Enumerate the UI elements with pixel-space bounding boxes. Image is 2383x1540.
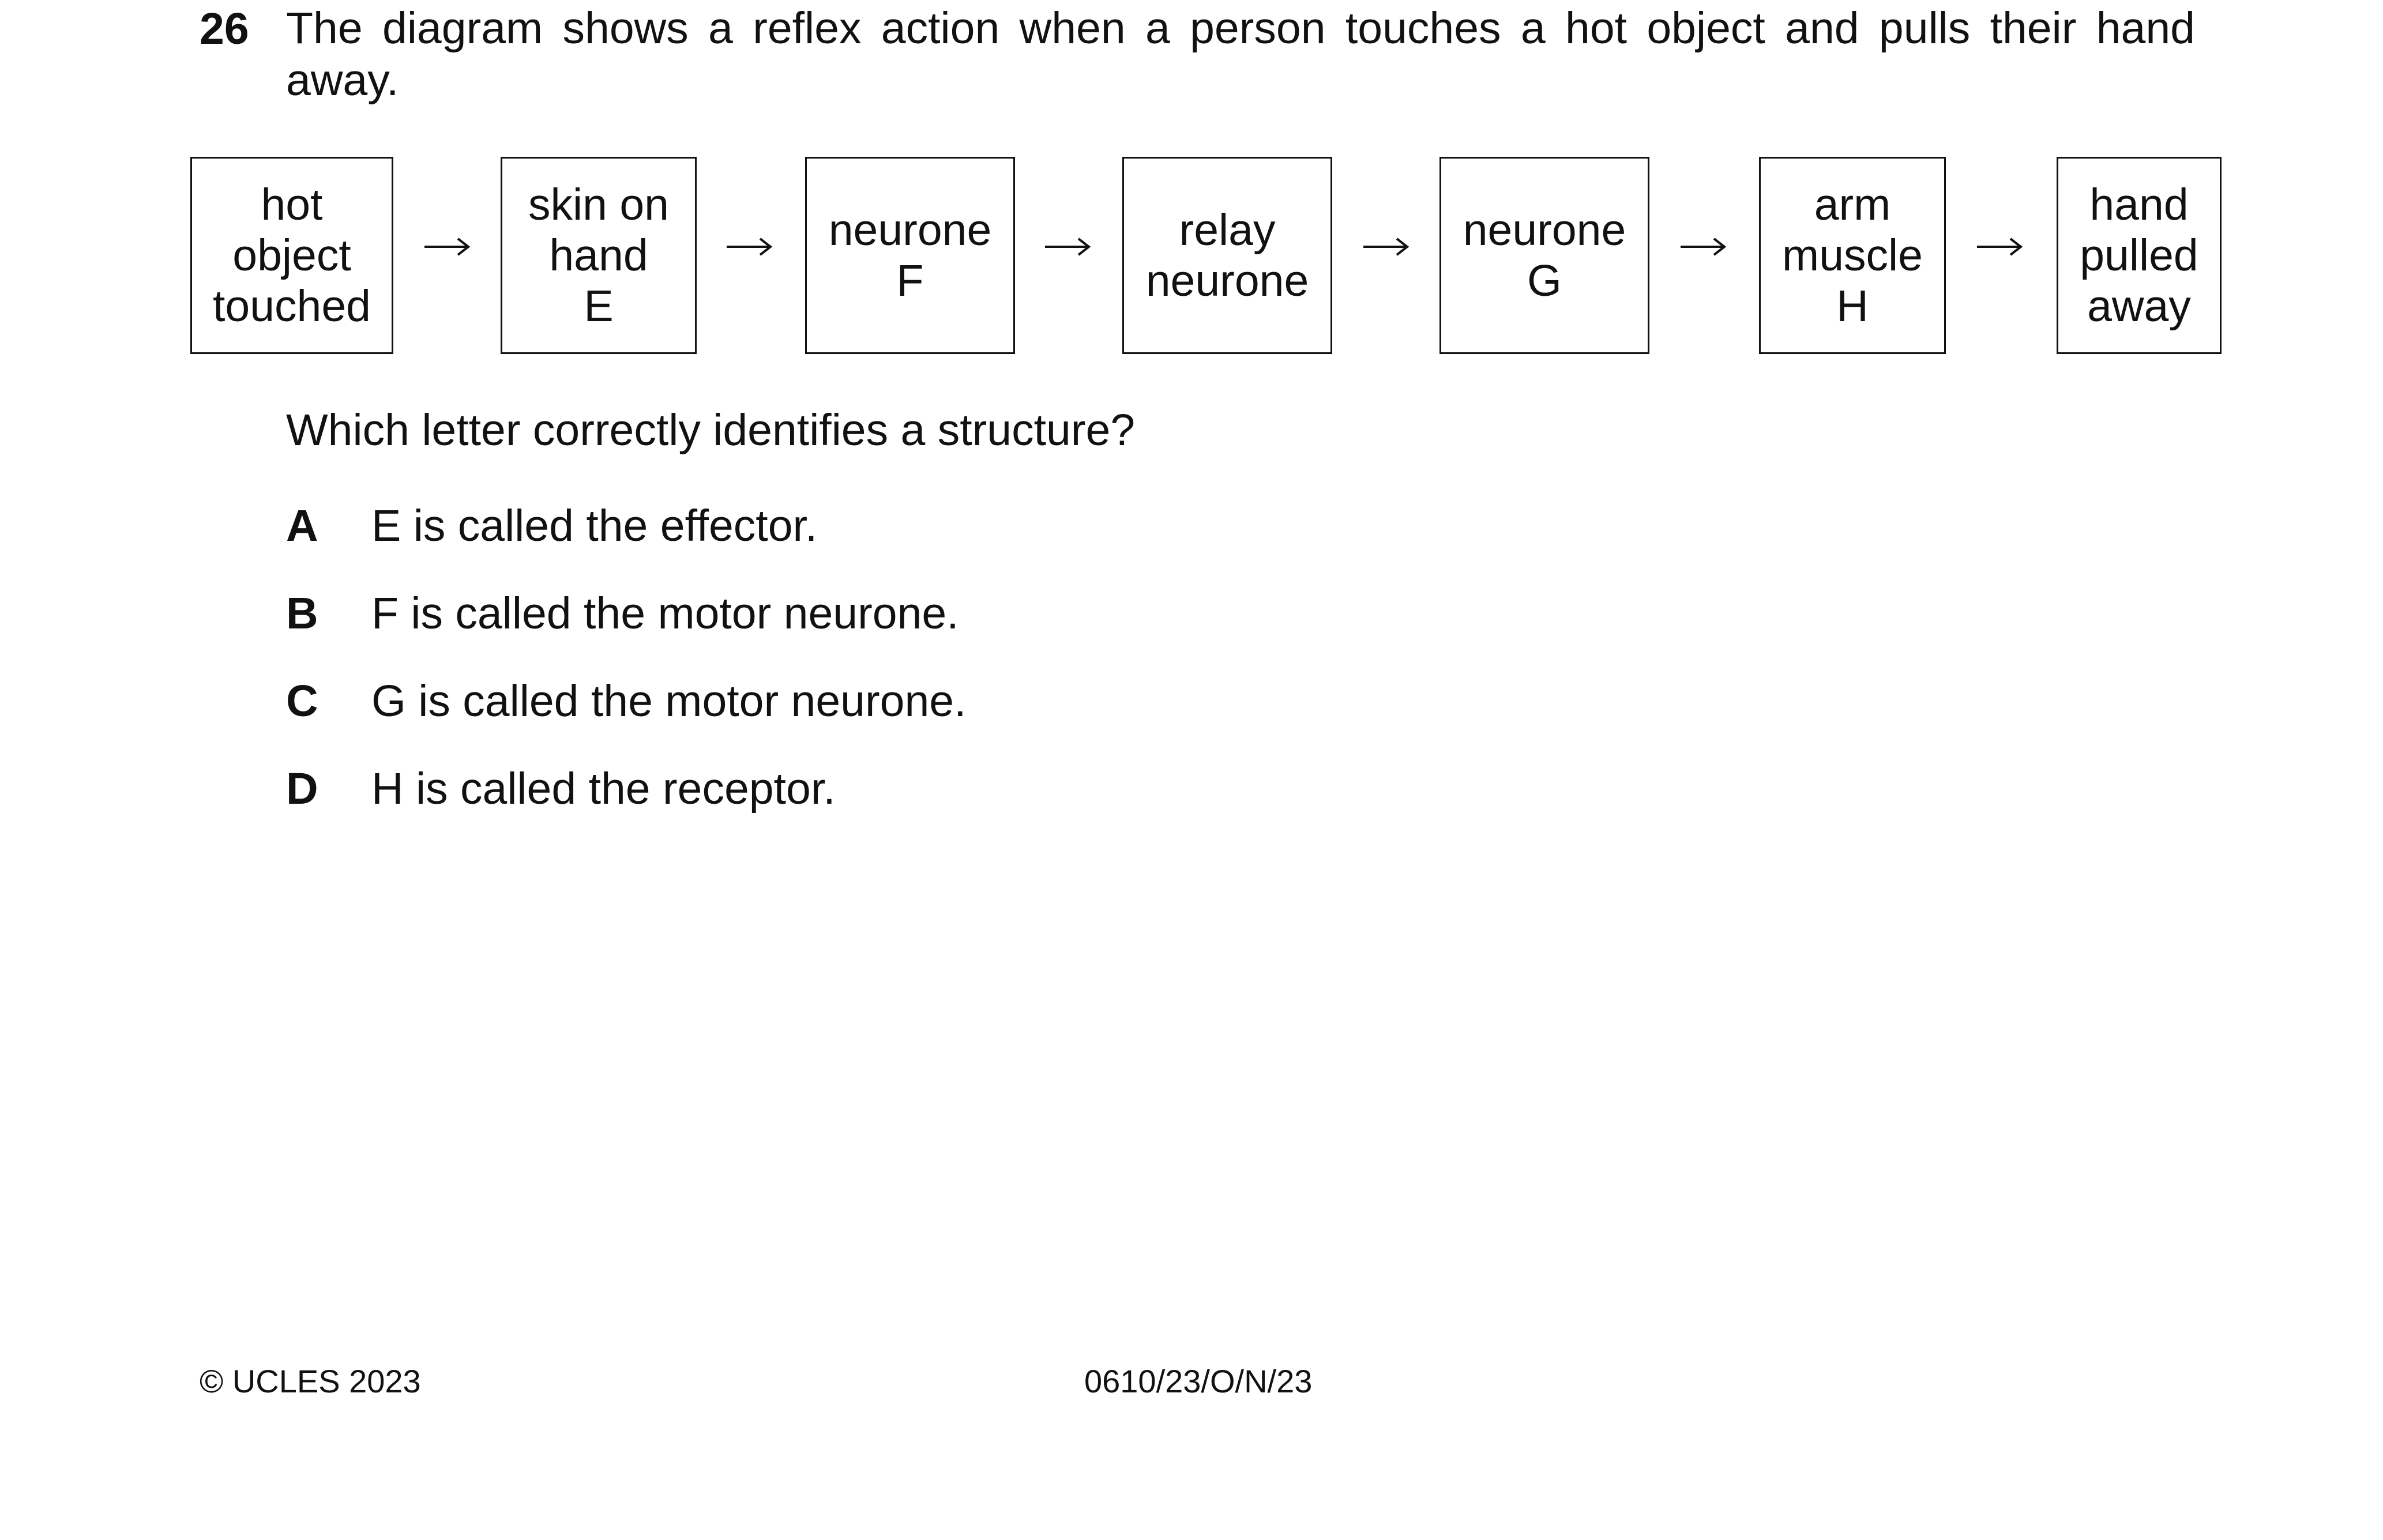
right-arrow-icon xyxy=(1044,235,1091,258)
flow-box-hand-pulled-away: hand pulled away xyxy=(2057,157,2222,354)
footer-copyright: © UCLES 2023 xyxy=(200,1363,421,1399)
flow-box-neurone-g: neurone G xyxy=(1439,157,1649,354)
option-letter: D xyxy=(286,764,318,814)
right-arrow-icon xyxy=(726,235,773,258)
flow-box-arm-muscle-h: arm muscle H xyxy=(1759,157,1946,354)
right-arrow-icon xyxy=(1362,235,1409,258)
flow-box-label: neurone G xyxy=(1463,205,1626,306)
question-prompt: Which letter correctly identifies a stru… xyxy=(286,405,1136,455)
option-text: E is called the effector. xyxy=(371,501,818,551)
right-arrow-icon xyxy=(1976,235,2023,258)
footer-paper-code: 0610/23/O/N/23 xyxy=(1084,1363,1313,1399)
flow-box-hot-object-touched: hot object touched xyxy=(190,157,393,354)
option-text: F is called the motor neurone. xyxy=(371,589,959,638)
right-arrow-icon xyxy=(1679,235,1727,258)
question-stem: The diagram shows a reflex action when a… xyxy=(286,3,2195,105)
flow-box-label: hot object touched xyxy=(212,180,371,331)
flow-box-neurone-f: neurone F xyxy=(805,157,1015,354)
flow-box-label: relay neurone xyxy=(1145,205,1309,306)
option-letter: B xyxy=(286,589,318,638)
option-letter: C xyxy=(286,676,318,726)
flow-box-label: hand pulled away xyxy=(2080,180,2198,331)
flow-box-relay-neurone: relay neurone xyxy=(1122,157,1332,354)
option-text: G is called the motor neurone. xyxy=(371,676,967,726)
flow-box-label: arm muscle H xyxy=(1782,180,1923,331)
flow-box-label: skin on hand E xyxy=(528,180,669,331)
option-text: H is called the receptor. xyxy=(371,764,836,814)
question-number: 26 xyxy=(200,4,249,54)
option-letter: A xyxy=(286,501,318,551)
flow-box-label: neurone F xyxy=(828,205,992,306)
right-arrow-icon xyxy=(423,235,471,258)
flow-box-skin-on-hand-e: skin on hand E xyxy=(501,157,697,354)
